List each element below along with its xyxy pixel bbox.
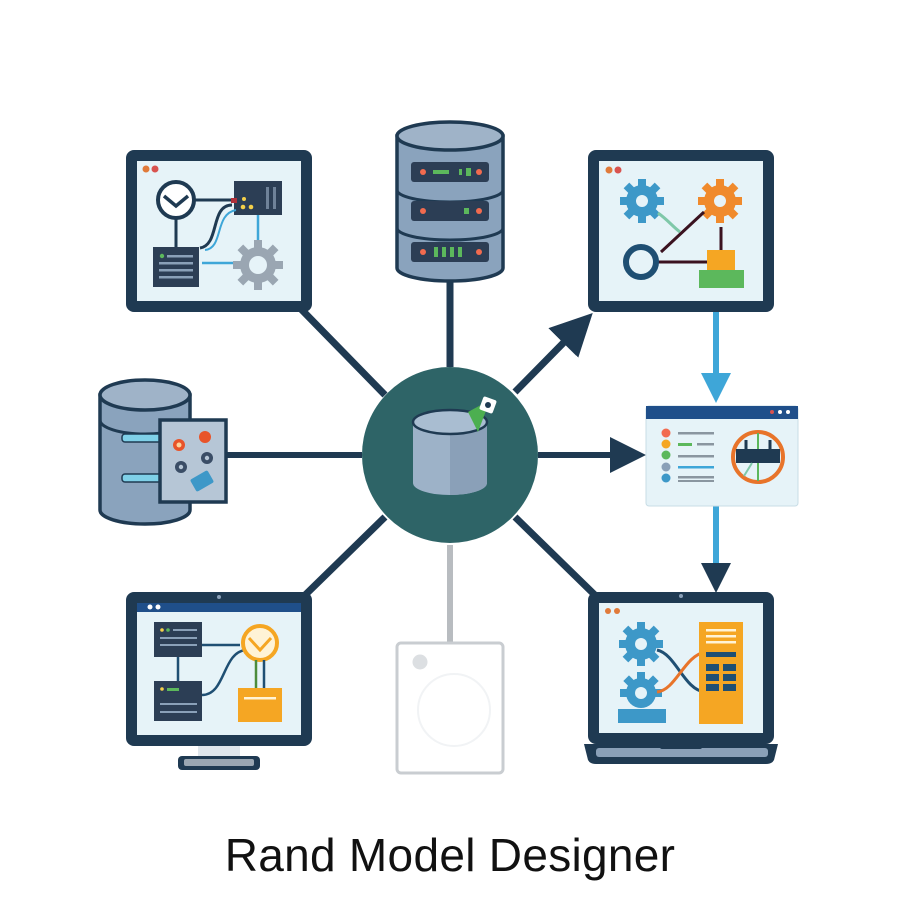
browser-list-node[interactable] — [645, 405, 799, 507]
blocked-connector-icon — [731, 430, 785, 484]
hub-node[interactable] — [362, 367, 538, 543]
device-box-icon — [231, 181, 282, 215]
laptop-gears-node[interactable] — [584, 592, 778, 764]
server-rack-node[interactable] — [395, 120, 505, 283]
connector-top-left — [297, 305, 388, 398]
ring-icon — [623, 244, 659, 280]
gear-icon — [233, 240, 283, 290]
gears-flow-monitor-node[interactable] — [588, 150, 774, 312]
connector-bottom-right — [512, 514, 603, 603]
plug-arrow-icon — [468, 396, 497, 432]
connectors — [226, 282, 731, 642]
blue-gear-icon — [619, 622, 663, 666]
connector-bottom-left — [297, 514, 388, 603]
blank-panel-node[interactable] — [395, 641, 505, 775]
workflow-monitor-node[interactable] — [126, 150, 312, 312]
database-settings-node[interactable] — [98, 378, 228, 526]
diagram-caption: Rand Model Designer — [224, 829, 676, 881]
clock-icon — [156, 180, 196, 220]
database-cylinder-icon — [411, 408, 489, 495]
list-panel-icon — [153, 247, 199, 287]
desktop-workflow-node[interactable] — [126, 592, 312, 770]
clock-icon — [241, 624, 279, 662]
blue-gear-icon — [620, 179, 664, 223]
orange-gear-icon — [698, 179, 742, 223]
connector-top-right-arrow — [512, 313, 593, 395]
